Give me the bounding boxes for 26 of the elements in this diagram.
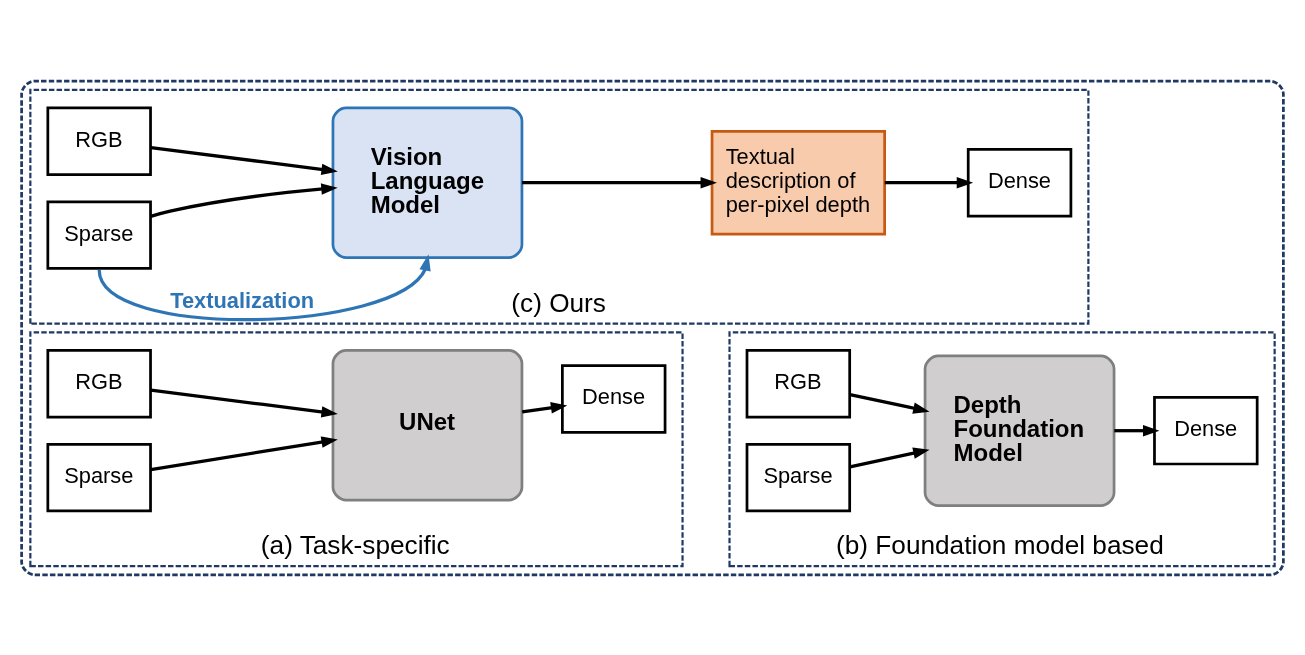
edge-label: Textualization bbox=[170, 287, 315, 313]
arrow bbox=[150, 388, 338, 418]
node-box: Dense bbox=[561, 363, 667, 434]
cluster bbox=[20, 79, 1285, 576]
node-box: Dense bbox=[966, 147, 1073, 217]
arrow bbox=[97, 253, 431, 321]
arrow bbox=[150, 182, 338, 218]
node-box: Sparse bbox=[46, 199, 152, 270]
arrow bbox=[150, 435, 338, 471]
node-box: Sparse bbox=[745, 442, 852, 512]
node-box: RGB bbox=[745, 348, 852, 418]
node-box: Depth Foundation Model bbox=[923, 354, 1116, 507]
node-box: RGB bbox=[46, 106, 152, 176]
arrow bbox=[849, 447, 930, 468]
arrow bbox=[1114, 424, 1160, 436]
node-box: Textual description of per-pixel depth bbox=[710, 129, 886, 235]
arrow bbox=[150, 145, 338, 175]
arrow bbox=[884, 176, 974, 188]
arrow bbox=[522, 176, 717, 188]
node-box: UNet bbox=[331, 348, 524, 501]
arrow bbox=[521, 401, 568, 413]
node-box: Dense bbox=[1153, 395, 1259, 465]
node-box: RGB bbox=[46, 348, 152, 418]
node-box: Vision Language Model bbox=[331, 106, 524, 259]
arrow bbox=[849, 392, 930, 414]
node-box: Sparse bbox=[46, 442, 152, 512]
